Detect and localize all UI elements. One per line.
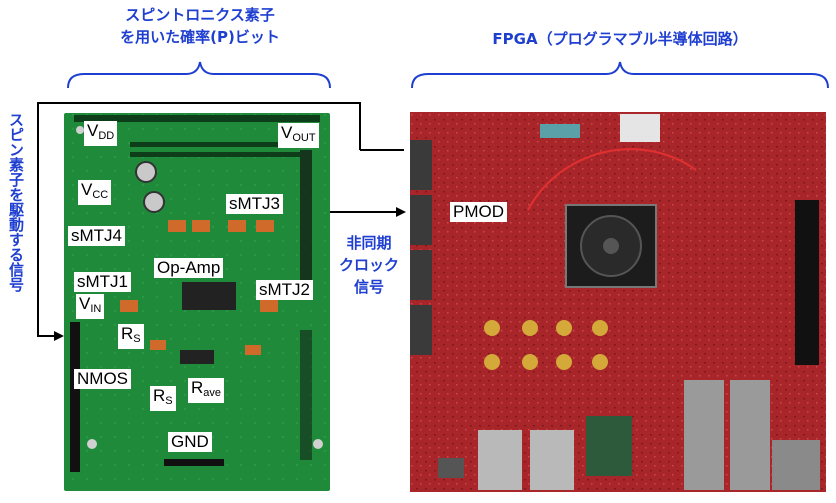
drive-signal-line — [37, 102, 361, 337]
side-drive-signal-label: スピン素子を駆動する信号 — [7, 112, 25, 292]
async-clock-line3: 信号 — [353, 278, 384, 296]
async-clock-line2: クロック — [338, 256, 399, 274]
label-rave: Rave — [188, 378, 225, 403]
right-header: FPGA（プログラマブル半導体回路） — [492, 30, 748, 48]
label-smtj1: sMTJ1 — [74, 272, 131, 292]
drive-signal-arrowhead — [54, 331, 64, 341]
right-brace — [411, 61, 829, 89]
fpga-board — [410, 112, 826, 492]
clock-signal-arrowhead — [396, 207, 406, 217]
label-vin: VIN — [76, 294, 105, 319]
async-clock-line1: 非同期 — [346, 234, 392, 252]
label-smtj4: sMTJ4 — [68, 226, 125, 246]
label-vdd: VDD — [84, 121, 118, 146]
left-brace — [67, 61, 331, 89]
left-header-line2: を用いた確率(P)ビット — [120, 28, 280, 46]
label-gnd: GND — [168, 432, 212, 452]
label-pmod: PMOD — [450, 202, 507, 222]
label-vcc: VCC — [78, 180, 112, 205]
left-header-line1: スピントロニクス素子 — [125, 6, 275, 24]
async-clock-label: 非同期 クロック 信号 — [330, 232, 408, 298]
label-vout: VOUT — [278, 123, 319, 148]
label-smtj3: sMTJ3 — [226, 194, 283, 214]
label-rs-lower: RS — [150, 386, 176, 411]
label-opamp: Op-Amp — [154, 258, 224, 278]
label-smtj2: sMTJ2 — [256, 280, 313, 300]
left-header: スピントロニクス素子 を用いた確率(P)ビット — [80, 4, 320, 48]
label-rs-upper: RS — [118, 324, 144, 349]
label-nmos: NMOS — [74, 369, 131, 389]
